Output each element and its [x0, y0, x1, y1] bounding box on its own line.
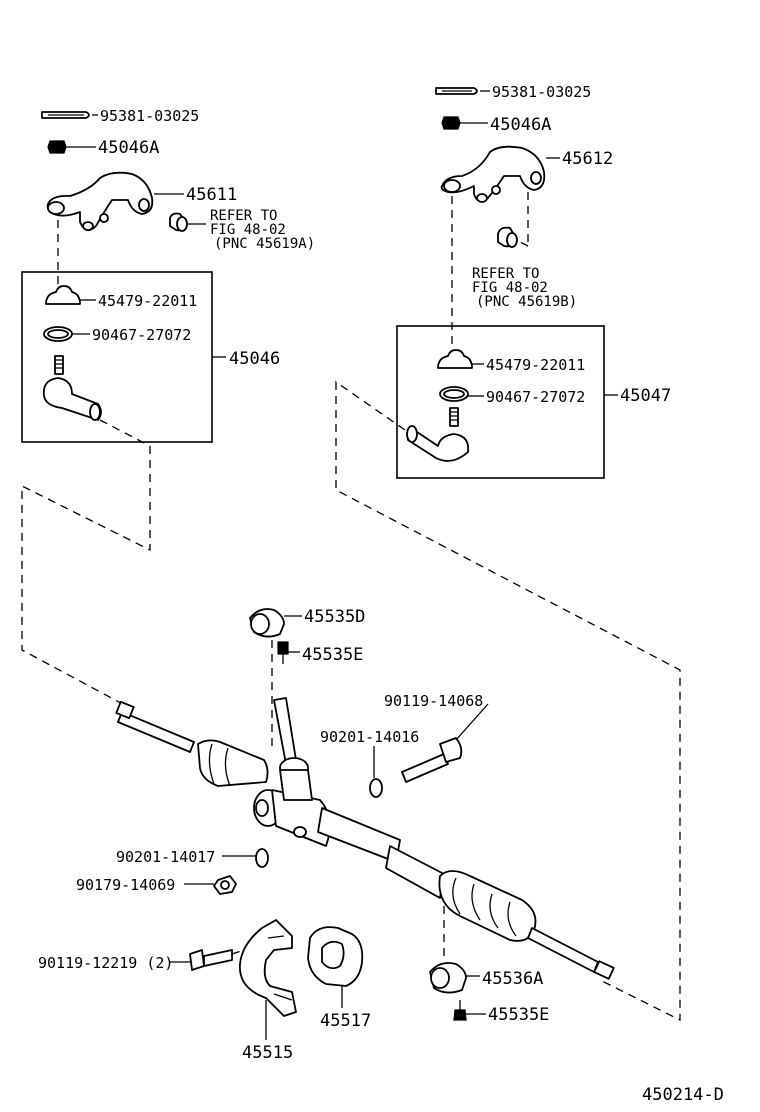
label-90201-14016: 90201-14016 [320, 728, 419, 746]
grommet-45517 [307, 926, 364, 987]
drawing-number: 450214-D [642, 1085, 724, 1105]
refer-note-right-2: FIG 48-02 [472, 280, 548, 296]
dust-boot-right [437, 349, 473, 369]
label-45046A-right: 45046A [490, 115, 551, 135]
washer-90201-14017 [255, 848, 269, 868]
label-45612: 45612 [562, 149, 613, 169]
label-90467-27072-left: 90467-27072 [92, 326, 191, 344]
label-45479-22011-left: 45479-22011 [98, 292, 197, 310]
clip-ring-left [43, 326, 73, 342]
clamp-screw-upper [277, 641, 289, 664]
bushing-left [169, 212, 188, 232]
label-90201-14017: 90201-14017 [116, 848, 215, 866]
label-95381-03025-left: 95381-03025 [100, 107, 199, 125]
label-90119-12219: 90119-12219 (2) [38, 954, 173, 972]
refer-note-left-2: FIG 48-02 [210, 222, 286, 238]
steering-rack-assembly [115, 697, 615, 980]
washer-90201-14016 [369, 778, 383, 798]
tie-rod-end-right [406, 407, 470, 462]
dust-boot-left [45, 285, 81, 305]
refer-note-right-1: REFER TO [472, 266, 539, 282]
refer-note-left-1: REFER TO [210, 208, 277, 224]
refer-note-left-3: (PNC 45619A) [214, 236, 315, 252]
nut-90179-14069 [213, 875, 237, 895]
bracket-45515 [239, 919, 297, 1017]
label-45515: 45515 [242, 1043, 293, 1063]
label-90119-14068: 90119-14068 [384, 692, 483, 710]
label-90467-27072-right: 90467-27072 [486, 388, 585, 406]
label-45535E-lower: 45535E [488, 1005, 549, 1025]
label-45479-22011-right: 45479-22011 [486, 356, 585, 374]
label-90179-14069: 90179-14069 [76, 876, 175, 894]
cotter-pin-left [41, 111, 90, 119]
label-95381-03025-right: 95381-03025 [492, 83, 591, 101]
cotter-pin-right [435, 87, 478, 95]
label-45046A-left: 45046A [98, 138, 159, 158]
label-45046: 45046 [229, 349, 280, 369]
bolt-90119-14068 [401, 737, 463, 783]
refer-note-right-3: (PNC 45619B) [476, 294, 577, 310]
label-45535D: 45535D [304, 607, 365, 627]
knuckle-arm-45612 [440, 145, 546, 203]
tie-rod-end-left [42, 355, 102, 421]
knuckle-arm-45611 [46, 171, 154, 232]
label-45536A: 45536A [482, 969, 543, 989]
clip-ring-right [439, 386, 469, 402]
clamp-screw-lower [453, 1000, 467, 1021]
label-45517: 45517 [320, 1011, 371, 1031]
castle-nut-right [441, 116, 461, 130]
boot-clamp-45535D [249, 608, 285, 638]
box-45047 [396, 325, 605, 479]
boot-clamp-45536A [429, 962, 467, 994]
label-45535E-upper: 45535E [302, 645, 363, 665]
label-45047: 45047 [620, 386, 671, 406]
castle-nut-left [47, 140, 67, 154]
bolt-90119-12219 [189, 949, 233, 971]
bushing-right [497, 226, 518, 248]
label-45611: 45611 [186, 185, 237, 205]
